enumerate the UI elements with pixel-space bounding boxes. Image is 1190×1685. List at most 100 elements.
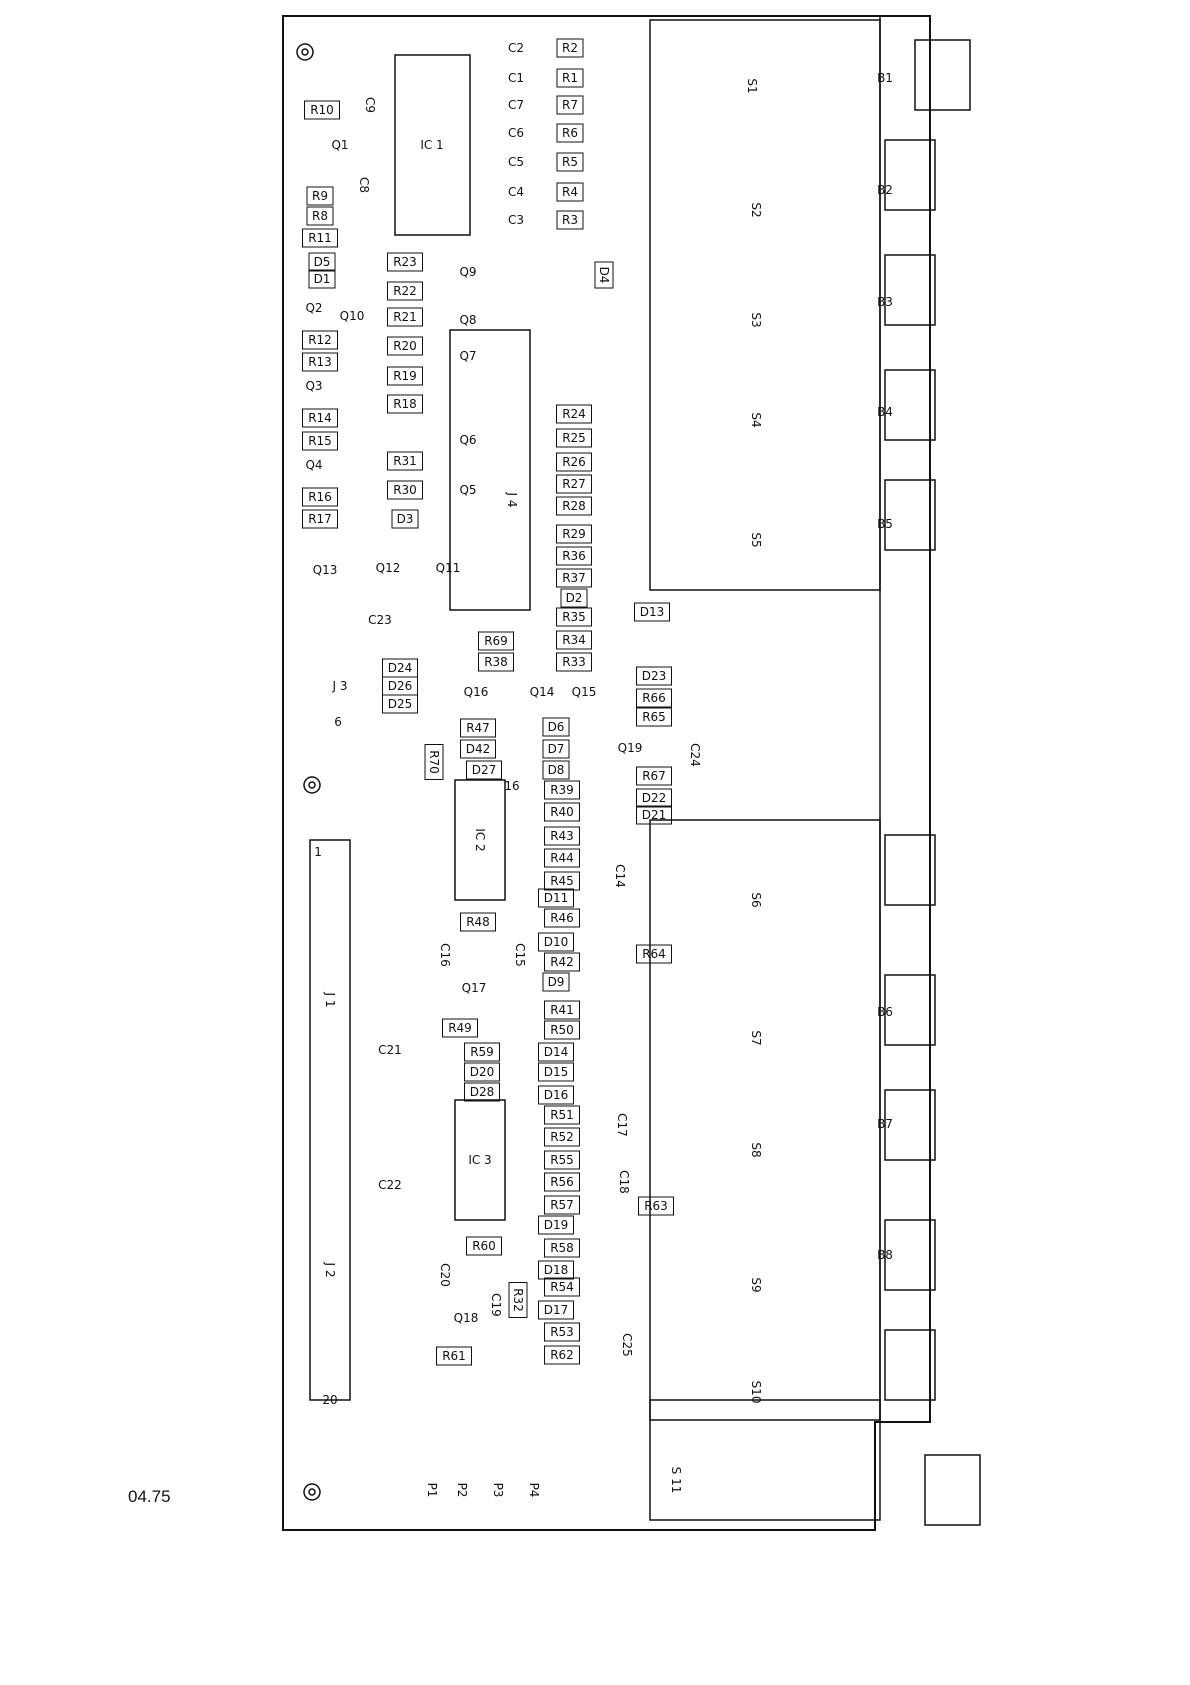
label-p4: P4 (527, 1483, 541, 1498)
svg-text:Q6: Q6 (459, 433, 476, 447)
svg-text:D9: D9 (548, 975, 565, 989)
svg-text:C25: C25 (620, 1333, 634, 1357)
label-r66: R66 (636, 688, 672, 708)
svg-text:16: 16 (504, 779, 519, 793)
label-q18: Q18 (454, 1311, 479, 1325)
svg-text:R34: R34 (562, 633, 586, 647)
svg-text:Q3: Q3 (305, 379, 322, 393)
svg-text:D10: D10 (544, 935, 569, 949)
label-q9: Q9 (459, 265, 476, 279)
label-d25: D25 (382, 694, 418, 714)
svg-text:R60: R60 (472, 1239, 496, 1253)
svg-text:R26: R26 (562, 455, 586, 469)
label-d15: D15 (538, 1062, 574, 1082)
label-r63: R63 (638, 1196, 674, 1216)
svg-text:R49: R49 (448, 1021, 472, 1035)
svg-text:S2: S2 (749, 202, 763, 217)
svg-text:D14: D14 (544, 1045, 569, 1059)
label-r23: R23 (387, 252, 423, 272)
svg-text:R29: R29 (562, 527, 586, 541)
svg-text:D1: D1 (314, 272, 331, 286)
label-r21: R21 (387, 307, 423, 327)
label-r50: R50 (544, 1020, 580, 1040)
label-s11: S 11 (669, 1467, 683, 1494)
svg-text:R41: R41 (550, 1003, 574, 1017)
svg-text:R16: R16 (308, 490, 332, 504)
svg-text:R22: R22 (393, 284, 417, 298)
svg-text:S1: S1 (745, 78, 759, 93)
label-q19: Q19 (618, 741, 643, 755)
svg-text:R18: R18 (393, 397, 417, 411)
svg-text:20: 20 (322, 1393, 337, 1407)
label-d19: D19 (538, 1215, 574, 1235)
label-c16: C16 (438, 943, 452, 967)
label-r30: R30 (387, 480, 423, 500)
label-b5: B5 (877, 517, 893, 531)
label-q4: Q4 (305, 458, 322, 472)
svg-text:D4: D4 (597, 267, 611, 284)
label-d1: D1 (308, 269, 336, 289)
svg-text:R2: R2 (562, 41, 578, 55)
svg-text:P2: P2 (455, 1483, 469, 1498)
label-j1: J 1 (323, 992, 337, 1008)
label-d26: D26 (382, 676, 418, 696)
svg-text:R5: R5 (562, 155, 578, 169)
label-r61: R61 (436, 1346, 472, 1366)
label-r58: R58 (544, 1238, 580, 1258)
label-r6: R6 (556, 123, 584, 143)
svg-text:D7: D7 (548, 742, 565, 756)
label-r1: R1 (556, 68, 584, 88)
svg-text:R51: R51 (550, 1108, 574, 1122)
label-p1: P1 (425, 1483, 439, 1498)
label-r38: R38 (478, 652, 514, 672)
label-j3: J 3 (332, 679, 348, 693)
label-q15: Q15 (572, 685, 597, 699)
label-r70: R70 (424, 744, 444, 780)
svg-text:6: 6 (334, 715, 342, 729)
label-r67: R67 (636, 766, 672, 786)
svg-text:R39: R39 (550, 783, 574, 797)
svg-text:C4: C4 (508, 185, 524, 199)
svg-text:D19: D19 (544, 1218, 569, 1232)
svg-text:R58: R58 (550, 1241, 574, 1255)
svg-text:R64: R64 (642, 947, 666, 961)
label-r53: R53 (544, 1322, 580, 1342)
label-d9: D9 (542, 972, 570, 992)
pin-number-1: 1 (314, 845, 322, 859)
svg-text:P4: P4 (527, 1483, 541, 1498)
label-s6: S6 (749, 892, 763, 907)
svg-text:D11: D11 (544, 891, 569, 905)
label-d5: D5 (308, 252, 336, 272)
svg-text:Q5: Q5 (459, 483, 476, 497)
svg-text:Q12: Q12 (376, 561, 401, 575)
svg-text:R69: R69 (484, 634, 508, 648)
label-r19: R19 (387, 366, 423, 386)
svg-text:D8: D8 (548, 763, 565, 777)
svg-text:R36: R36 (562, 549, 586, 563)
svg-text:D23: D23 (642, 669, 667, 683)
svg-text:R30: R30 (393, 483, 417, 497)
label-r12: R12 (302, 330, 338, 350)
svg-text:R61: R61 (442, 1349, 466, 1363)
svg-text:IC 1: IC 1 (420, 138, 443, 152)
svg-text:P3: P3 (491, 1483, 505, 1498)
svg-text:B7: B7 (877, 1117, 893, 1131)
component-labels: R1R2R3R4R5R6R7R8R9R10R11R12R13R14R15R16R… (302, 38, 893, 1498)
label-q10: Q10 (340, 309, 365, 323)
label-s5: S5 (749, 532, 763, 547)
svg-text:C24: C24 (688, 743, 702, 767)
label-r26: R26 (556, 452, 592, 472)
label-c1: C1 (508, 71, 524, 85)
label-j4: J 4 (505, 492, 519, 508)
label-r7: R7 (556, 95, 584, 115)
label-r60: R60 (466, 1236, 502, 1256)
label-r59: R59 (464, 1042, 500, 1062)
svg-text:C17: C17 (615, 1113, 629, 1137)
label-c25: C25 (620, 1333, 634, 1357)
label-b7: B7 (877, 1117, 893, 1131)
label-r56: R56 (544, 1172, 580, 1192)
svg-text:D27: D27 (472, 763, 497, 777)
label-p2: P2 (455, 1483, 469, 1498)
label-b4: B4 (877, 405, 893, 419)
svg-text:D6: D6 (548, 720, 565, 734)
